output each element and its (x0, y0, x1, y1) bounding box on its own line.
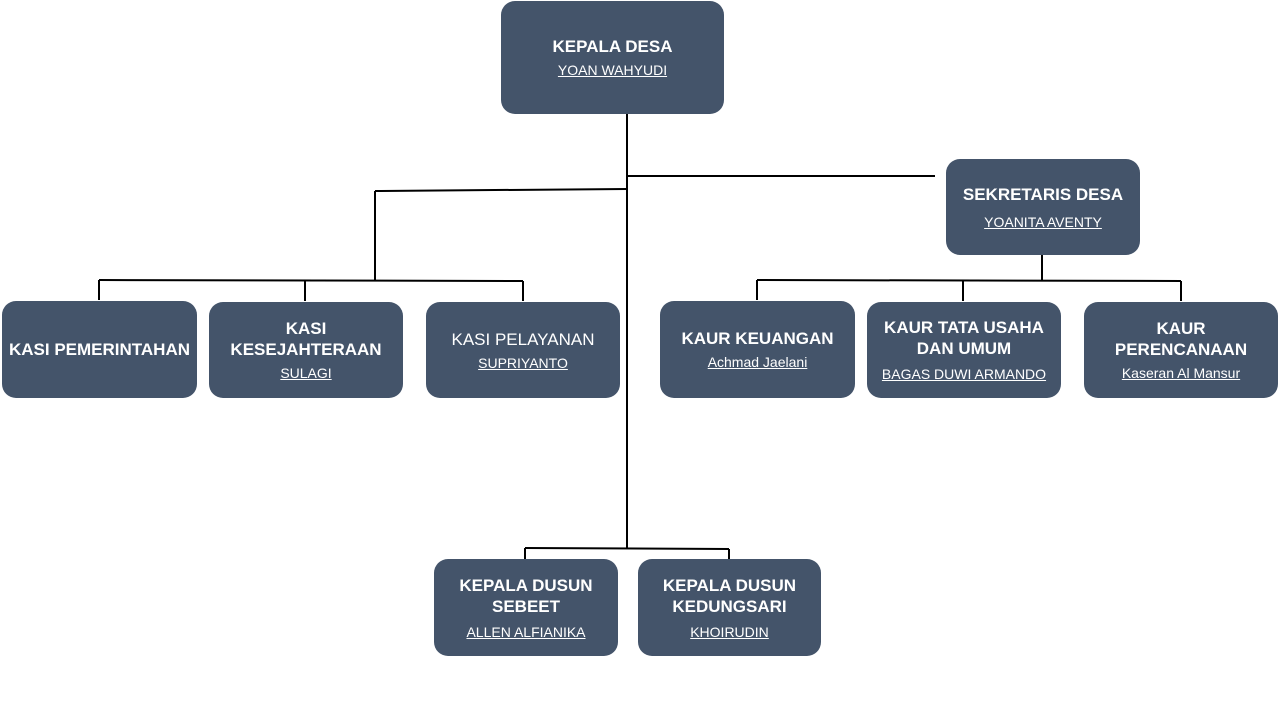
node-person: KHOIRUDIN (690, 623, 769, 640)
node-person: ALLEN ALFIANIKA (466, 623, 586, 640)
connector-kasi-bus (98, 279, 524, 282)
node-person: SULAGI (280, 365, 332, 381)
connector-dusun-bus (524, 547, 730, 550)
node-kaur-tata-usaha: KAUR TATA USAHA DAN UMUM BAGAS DUWI ARMA… (867, 302, 1061, 398)
node-role: KEPALA DESA (552, 37, 673, 56)
connector-kaur-bus (756, 279, 1182, 282)
node-role: KEPALA DUSUN KEDUNGSARI (662, 575, 797, 616)
node-role: KAUR KEUANGAN (681, 329, 834, 348)
node-kepala-desa: KEPALA DESA YOAN WAHYUDI (501, 1, 724, 114)
node-role: KEPALA DUSUN SEBEET (459, 575, 593, 616)
node-role: KAUR PERENCANAAN (1114, 319, 1248, 359)
node-sekretaris-desa: SEKRETARIS DESA YOANITA AVENTY (946, 159, 1140, 255)
node-role: KAUR TATA USAHA DAN UMUM (884, 318, 1044, 358)
node-kasi-kesejahteraan: KASI KESEJAHTERAAN SULAGI (209, 302, 403, 398)
node-kaur-keuangan: KAUR KEUANGAN Achmad Jaelani (660, 301, 855, 398)
node-person: Kaseran Al Mansur (1121, 365, 1241, 381)
node-person: YOAN WAHYUDI (557, 62, 668, 78)
node-person: BAGAS DUWI ARMANDO (881, 366, 1047, 382)
node-kaur-perencanaan: KAUR PERENCANAAN Kaseran Al Mansur (1084, 302, 1278, 398)
node-role: KASI PEMERINTAHAN (8, 340, 191, 359)
node-role: KASI PELAYANAN (451, 329, 595, 349)
node-kasi-pemerintahan: KASI PEMERINTAHAN (2, 301, 197, 398)
node-person: SUPRIYANTO (478, 354, 568, 371)
connector-to-kasi-group (374, 188, 628, 192)
node-person: Achmad Jaelani (707, 354, 808, 370)
node-role: SEKRETARIS DESA (962, 184, 1124, 204)
node-kepala-dusun-sebeet: KEPALA DUSUN SEBEET ALLEN ALFIANIKA (434, 559, 618, 656)
node-role: KASI KESEJAHTERAAN (230, 319, 382, 359)
node-kepala-dusun-kedungsari: KEPALA DUSUN KEDUNGSARI KHOIRUDIN (638, 559, 821, 656)
node-person: YOANITA AVENTY (984, 213, 1102, 230)
node-kasi-pelayanan: KASI PELAYANAN SUPRIYANTO (426, 302, 620, 398)
